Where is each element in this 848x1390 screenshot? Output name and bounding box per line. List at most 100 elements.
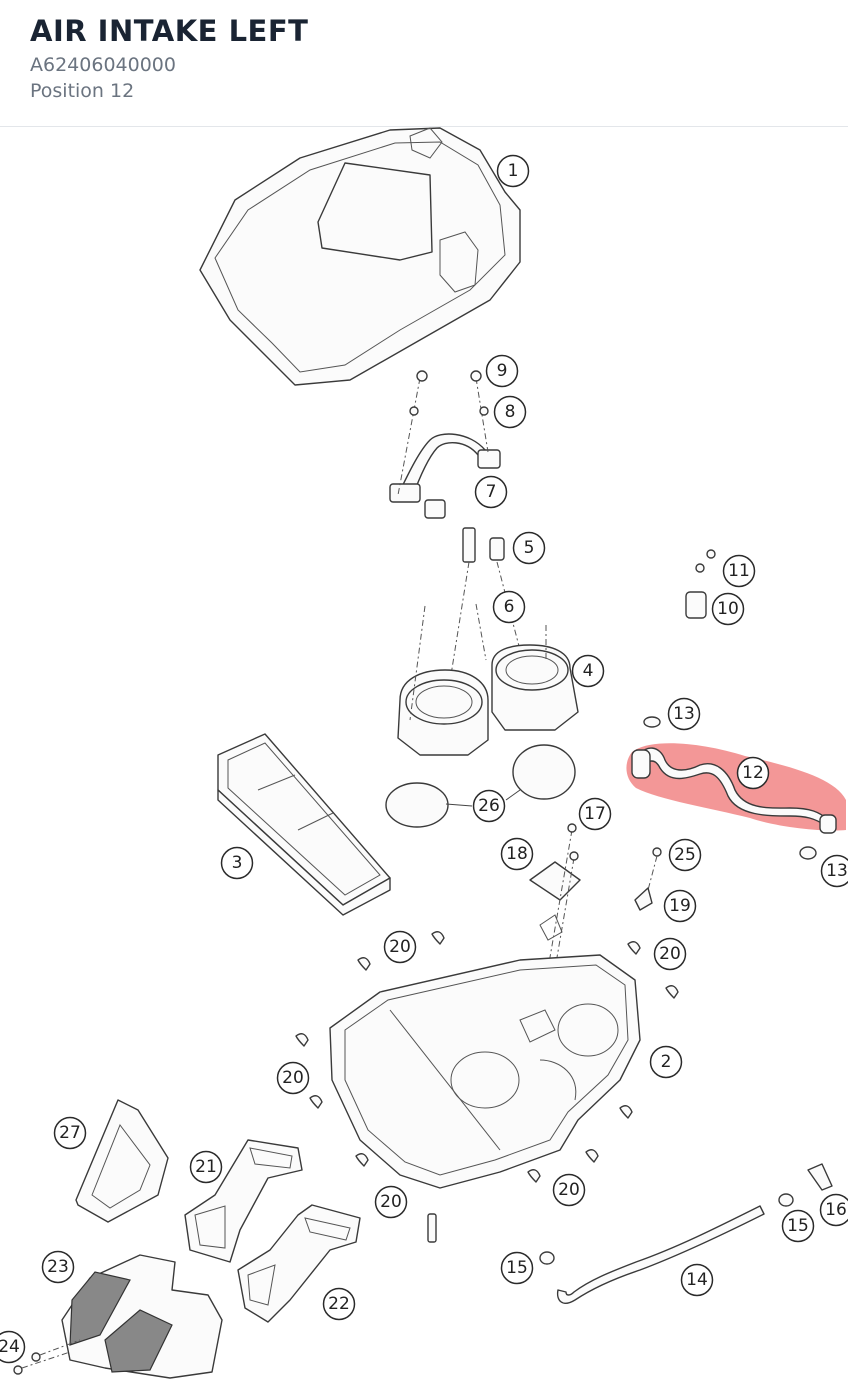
callout-circle bbox=[472, 789, 506, 823]
callout-8[interactable]: 8 bbox=[493, 395, 527, 429]
callout-circle bbox=[819, 1193, 848, 1227]
callout-20[interactable]: 20 bbox=[383, 930, 417, 964]
part-26-seal-ring[interactable] bbox=[385, 744, 576, 828]
callout-label: 15 bbox=[787, 1216, 809, 1236]
part-27-duct-cover[interactable] bbox=[75, 1099, 169, 1223]
callout-15[interactable]: 15 bbox=[500, 1251, 534, 1285]
part-24-fastener[interactable] bbox=[13, 1339, 81, 1375]
part-3-air-filter[interactable] bbox=[217, 733, 391, 916]
callout-label: 16 bbox=[825, 1200, 847, 1220]
callout-17[interactable]: 17 bbox=[578, 797, 612, 831]
callout-6[interactable]: 6 bbox=[492, 590, 526, 624]
callout-19[interactable]: 19 bbox=[663, 889, 697, 923]
callout-circle bbox=[474, 475, 508, 509]
callout-4[interactable]: 4 bbox=[571, 654, 605, 688]
callout-circle bbox=[668, 838, 702, 872]
callout-12[interactable]: 12 bbox=[736, 756, 770, 790]
part-23-duct-with-mesh[interactable] bbox=[61, 1254, 223, 1379]
callout-label: 20 bbox=[389, 937, 411, 957]
callout-18[interactable]: 18 bbox=[500, 837, 534, 871]
callout-3[interactable]: 3 bbox=[220, 846, 254, 880]
callout-circle bbox=[383, 930, 417, 964]
part-12-hose[interactable] bbox=[631, 747, 837, 834]
part-1-airbox-cover[interactable] bbox=[199, 127, 521, 386]
callout-label: 23 bbox=[47, 1257, 69, 1277]
callout-16[interactable]: 16 bbox=[819, 1193, 848, 1227]
callout-label: 2 bbox=[661, 1052, 672, 1072]
part-21-intake-duct[interactable] bbox=[184, 1139, 303, 1263]
callout-14[interactable]: 14 bbox=[680, 1263, 714, 1297]
callout-label: 26 bbox=[478, 796, 500, 816]
callout-7[interactable]: 7 bbox=[474, 475, 508, 509]
callout-26[interactable]: 26 bbox=[472, 789, 506, 823]
part-8-washer[interactable] bbox=[409, 406, 489, 416]
callout-13[interactable]: 13 bbox=[820, 854, 848, 888]
callout-circle bbox=[189, 1150, 223, 1184]
part-13-clamp[interactable] bbox=[643, 716, 817, 860]
callout-label: 13 bbox=[826, 861, 848, 881]
callout-20[interactable]: 20 bbox=[653, 937, 687, 971]
part-15-clamp[interactable] bbox=[539, 1193, 794, 1265]
part-9-nut[interactable] bbox=[416, 370, 482, 382]
callout-circle bbox=[722, 554, 756, 588]
callout-circle bbox=[41, 1250, 75, 1284]
callout-25[interactable]: 25 bbox=[668, 838, 702, 872]
callout-circle bbox=[667, 697, 701, 731]
callout-label: 13 bbox=[673, 704, 695, 724]
callout-label: 20 bbox=[282, 1068, 304, 1088]
callout-20[interactable]: 20 bbox=[276, 1061, 310, 1095]
callout-11[interactable]: 11 bbox=[722, 554, 756, 588]
callout-27[interactable]: 27 bbox=[53, 1116, 87, 1150]
part-2-airbox-housing[interactable] bbox=[329, 954, 641, 1189]
part-14-drain-hose[interactable] bbox=[556, 1205, 765, 1304]
callout-5[interactable]: 5 bbox=[512, 531, 546, 565]
callout-circle bbox=[781, 1209, 815, 1243]
callout-circle bbox=[820, 854, 848, 888]
callout-24[interactable]: 24 bbox=[0, 1330, 26, 1364]
callout-label: 8 bbox=[505, 402, 516, 422]
callout-2[interactable]: 2 bbox=[649, 1045, 683, 1079]
part-25-screw[interactable] bbox=[647, 847, 662, 891]
part-22-intake-duct[interactable] bbox=[237, 1204, 361, 1323]
callout-circle bbox=[578, 797, 612, 831]
leader-lines bbox=[445, 789, 521, 807]
callout-circle bbox=[663, 889, 697, 923]
callout-label: 5 bbox=[524, 538, 535, 558]
callout-circle bbox=[736, 756, 770, 790]
part-16-fitting[interactable] bbox=[807, 1163, 833, 1191]
callout-1[interactable]: 1 bbox=[496, 154, 530, 188]
callout-10[interactable]: 10 bbox=[711, 592, 745, 626]
callout-label: 22 bbox=[328, 1294, 350, 1314]
callout-circle bbox=[220, 846, 254, 880]
callout-circle bbox=[500, 1251, 534, 1285]
part-10-valve[interactable] bbox=[685, 549, 716, 619]
callout-label: 21 bbox=[195, 1157, 217, 1177]
callout-label: 20 bbox=[380, 1192, 402, 1212]
part-4-intake-flange[interactable] bbox=[397, 603, 579, 756]
callout-label: 3 bbox=[232, 853, 243, 873]
exploded-parts-diagram: 1987561110413122617182513319202022027212… bbox=[0, 127, 848, 1379]
callout-9[interactable]: 9 bbox=[485, 354, 519, 388]
callout-label: 20 bbox=[659, 944, 681, 964]
callout-label: 24 bbox=[0, 1337, 20, 1357]
callout-22[interactable]: 22 bbox=[322, 1287, 356, 1321]
part-19-clip[interactable] bbox=[634, 887, 653, 911]
callout-circle bbox=[485, 354, 519, 388]
callout-21[interactable]: 21 bbox=[189, 1150, 223, 1184]
callout-label: 20 bbox=[558, 1180, 580, 1200]
callout-15[interactable]: 15 bbox=[781, 1209, 815, 1243]
callout-23[interactable]: 23 bbox=[41, 1250, 75, 1284]
callout-label: 1 bbox=[508, 161, 519, 181]
callout-20[interactable]: 20 bbox=[552, 1173, 586, 1207]
callout-label: 27 bbox=[59, 1123, 81, 1143]
callout-13[interactable]: 13 bbox=[667, 697, 701, 731]
callout-label: 19 bbox=[669, 896, 691, 916]
callout-circle bbox=[649, 1045, 683, 1079]
part-17-screw[interactable] bbox=[567, 823, 579, 861]
callout-circle bbox=[493, 395, 527, 429]
part-20-clips[interactable] bbox=[295, 931, 679, 1183]
page-title: AIR INTAKE LEFT bbox=[30, 14, 309, 48]
callout-20[interactable]: 20 bbox=[374, 1185, 408, 1219]
callout-label: 6 bbox=[504, 597, 515, 617]
